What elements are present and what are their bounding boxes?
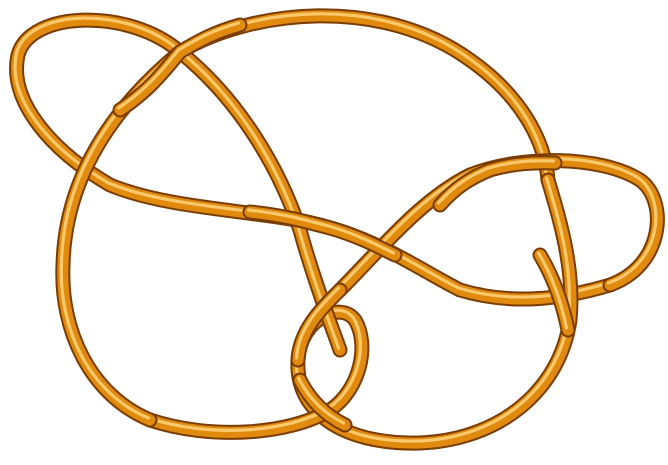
strand-diagonal-center-highlight	[179, 50, 339, 348]
strand-right-loop	[339, 159, 658, 290]
strand-right-loop-body	[340, 161, 657, 290]
over-segment-right	[439, 161, 556, 205]
strand-right-loop-outline	[340, 161, 657, 290]
strand-top-left-loop-outline	[17, 20, 320, 225]
strand-top-left-loop	[15, 18, 320, 225]
over-segment-middle	[249, 210, 396, 255]
strand-right-loop-highlight	[339, 159, 656, 288]
